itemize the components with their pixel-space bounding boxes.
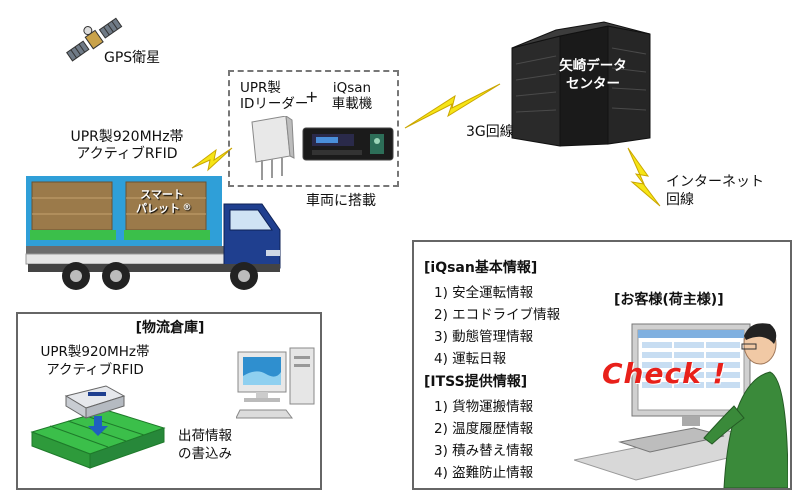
customer-workstation-icon (574, 323, 788, 488)
warehouse-rfid-line2: アクティブRFID (46, 362, 144, 378)
lightning-bolt-internet-icon (627, 147, 661, 207)
iqsan-item: 4) 運転日報 (434, 351, 507, 367)
itss-item: 3) 積み替え情報 (434, 443, 534, 459)
smart-pallet-label-line2: パレット (136, 202, 180, 215)
smart-pallet-label-line1: スマート (140, 188, 184, 201)
id-reader-icon (251, 116, 295, 180)
iqsan-item: 3) 動態管理情報 (434, 329, 534, 345)
itss-item: 1) 貨物運搬情報 (434, 399, 534, 415)
itss-info-title: [ITSS提供情報] (424, 374, 528, 390)
iqsan-item: 2) エコドライブ情報 (434, 307, 561, 323)
itss-item: 4) 盗難防止情報 (434, 465, 534, 481)
datacenter-label-line2: センター (566, 76, 620, 92)
onboard-equipment-box (228, 70, 399, 187)
gps-label: GPS衛星 (104, 50, 161, 66)
truck-rfid-line1: UPR製920MHz帯 (70, 129, 184, 145)
internet-label-line1: インターネット (666, 174, 764, 190)
warehouse-write-line2: の書込み (178, 446, 232, 462)
lightning-bolt-3g-icon (404, 83, 501, 129)
iqsan-label-line2: 車載機 (331, 96, 373, 112)
customer-title: [お客様(荷主様)] (614, 292, 724, 308)
lightning-bolt-rfid-icon (191, 147, 233, 172)
reader-label-line2: IDリーダー (240, 96, 309, 112)
server-rack-icon (511, 21, 651, 147)
internet-label-line2: 回線 (666, 192, 694, 208)
plus-sign: + (305, 87, 319, 106)
iqsan-basic-info-title: [iQsan基本情報] (424, 260, 538, 276)
mounted-label: 車両に搭載 (306, 193, 376, 209)
datacenter-label-line1: 矢崎データ (559, 58, 627, 74)
iqsan-item: 1) 安全運転情報 (434, 285, 534, 301)
computer-icon (236, 347, 315, 419)
network-3g-label: 3G回線 (466, 124, 514, 140)
warehouse-write-line1: 出荷情報 (178, 428, 232, 444)
warehouse-rfid-line1: UPR製920MHz帯 (40, 344, 150, 360)
itss-item: 2) 温度履歴情報 (434, 421, 534, 437)
check-text: Check ! (602, 357, 727, 390)
truck-rfid-line2: アクティブRFID (76, 146, 178, 162)
satellite-icon (66, 17, 123, 62)
iqsan-label-line1: iQsan (332, 80, 372, 96)
iqsan-car-device-icon (302, 127, 394, 161)
reader-label-line1: UPR製 (240, 80, 281, 96)
warehouse-title: [物流倉庫] (135, 320, 205, 336)
registered-mark: ® (182, 203, 192, 213)
pallet-with-rfid-icon (30, 385, 166, 469)
truck-icon (25, 176, 281, 290)
